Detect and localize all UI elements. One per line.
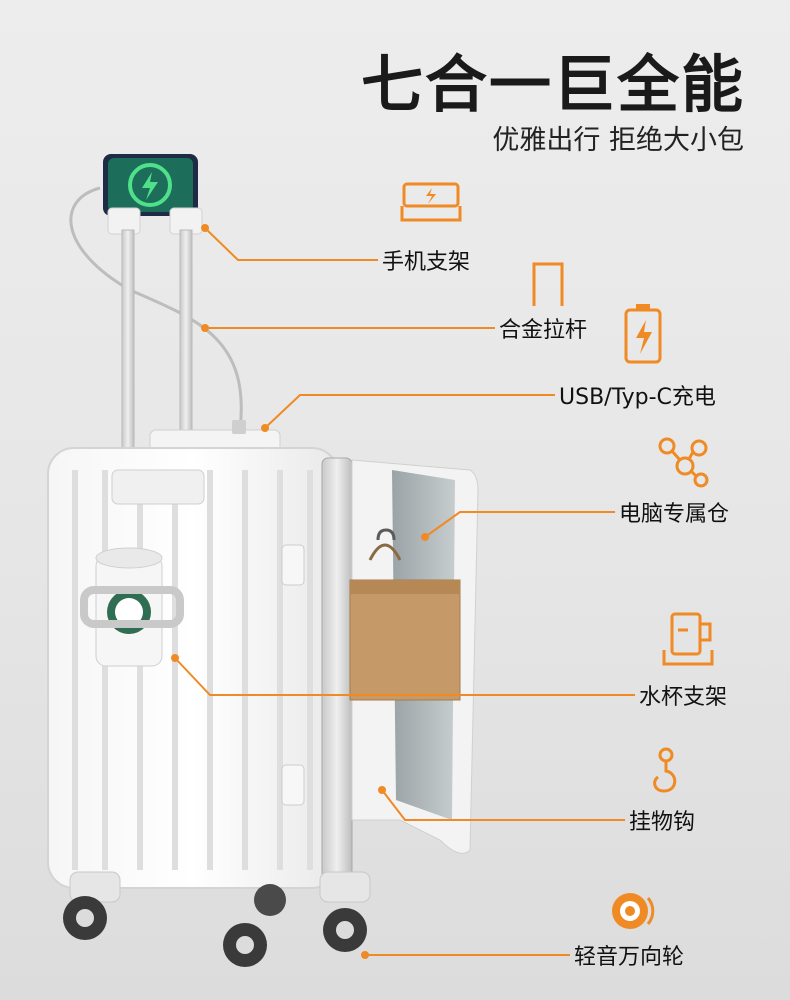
phone-holder-icon <box>400 182 462 222</box>
feature-label-usb-charging: USB/Typ-C充电 <box>559 385 716 410</box>
paper-bag <box>349 543 461 701</box>
page-subtitle: 优雅出行 拒绝大小包 <box>492 125 744 156</box>
wheel-icon <box>612 893 655 929</box>
feature-label-cup-holder: 水杯支架 <box>639 685 728 710</box>
feature-label-hook: 挂物钩 <box>629 810 696 835</box>
handle-icon <box>532 262 564 306</box>
callout-lines <box>171 224 635 959</box>
feature-label-phone-holder: 手机支架 <box>382 250 471 275</box>
feature-label-alloy-handle: 合金拉杆 <box>499 318 588 343</box>
charging-cable <box>69 186 243 431</box>
hook-icon <box>653 747 677 793</box>
handle-rod-left <box>121 229 135 486</box>
suitcase-body <box>47 447 339 889</box>
cup-holder <box>80 547 184 667</box>
battery-icon <box>624 304 662 364</box>
feature-label-laptop-compartment: 电脑专属仓 <box>619 502 730 527</box>
page-title: 七合一巨全能 <box>360 48 745 121</box>
usb-plug <box>232 420 246 434</box>
aluminium-frame <box>321 457 353 899</box>
spinner-wheels <box>63 871 371 967</box>
phone <box>103 154 198 216</box>
feature-label-spinner-wheels: 轻音万向轮 <box>574 945 685 970</box>
hanging-hook <box>376 528 396 541</box>
share-nodes-icon <box>658 437 709 488</box>
cup-holder-icon <box>662 612 714 666</box>
